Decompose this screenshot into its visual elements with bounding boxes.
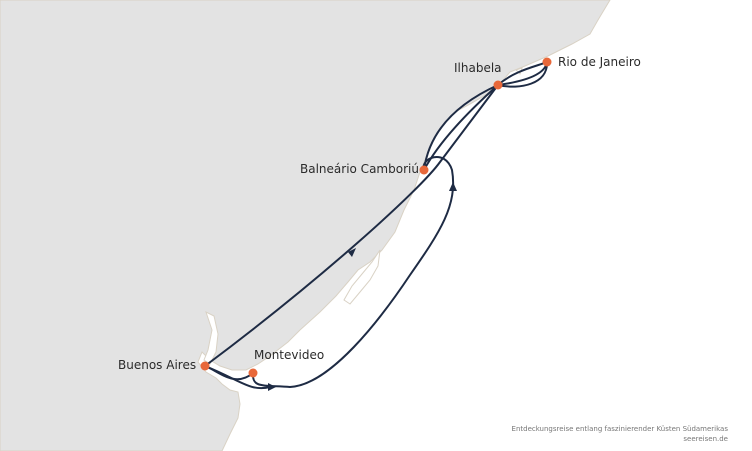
port-marker-rio-de-janeiro[interactable] — [542, 57, 552, 67]
route-montevideo-camboriu — [251, 156, 455, 388]
lagoon — [343, 249, 381, 305]
route-camboriu-ilhabela — [423, 84, 499, 171]
port-marker-ilhabela[interactable] — [493, 80, 503, 90]
route-montevideo-south — [204, 365, 271, 390]
estuary — [203, 311, 219, 365]
map-source: seereisen.de — [683, 435, 728, 443]
port-label-rio-de-janeiro[interactable]: Rio de Janeiro — [558, 55, 641, 69]
map-caption: Entdeckungsreise entlang faszinierender … — [511, 425, 728, 433]
port-markers — [200, 57, 552, 378]
port-marker-buenos-aires[interactable] — [200, 361, 210, 371]
port-marker-montevideo[interactable] — [248, 368, 258, 378]
port-marker-balneario-camboriu[interactable] — [419, 165, 429, 175]
port-label-montevideo[interactable]: Montevideo — [254, 348, 325, 362]
arrow-icon — [449, 182, 457, 191]
port-label-buenos-aires[interactable]: Buenos Aires — [118, 358, 197, 372]
arrow-icon — [268, 383, 276, 391]
route-ilhabela-camboriu — [423, 84, 499, 171]
port-label-ilhabela[interactable]: Ilhabela — [454, 61, 502, 75]
arrow-icon — [348, 248, 356, 257]
landmass — [0, 0, 611, 451]
port-label-balneario-camboriu[interactable]: Balneário Camboriú — [300, 162, 419, 176]
route-ilhabela-buenos-aires — [204, 84, 499, 367]
direction-arrows — [268, 182, 457, 391]
